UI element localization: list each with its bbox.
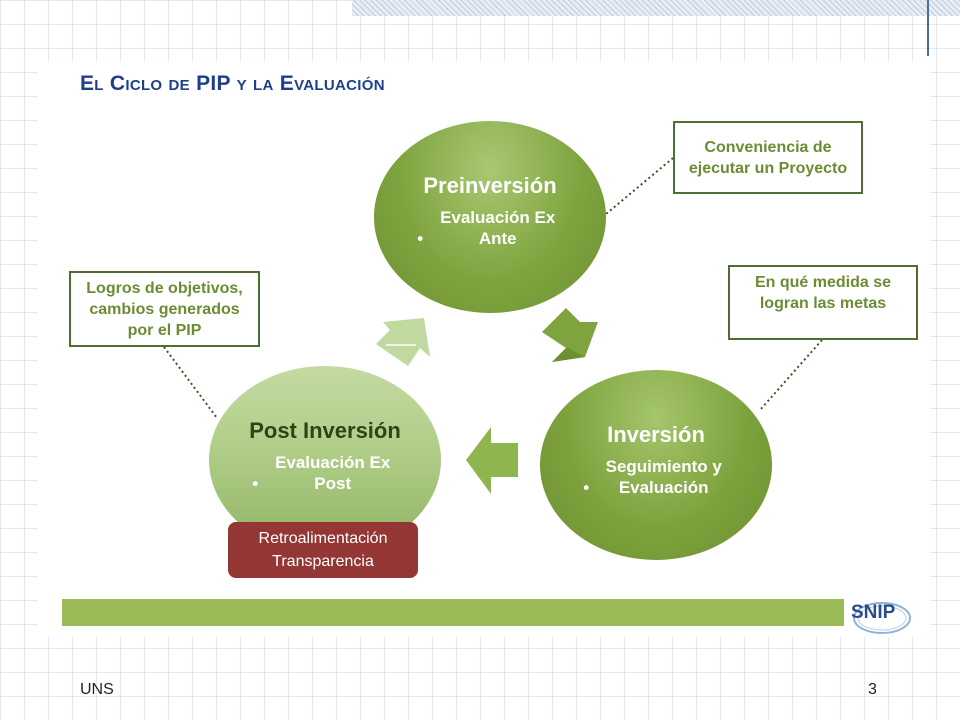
phase-post-inversion-bullet-text: Evaluación Ex Post	[275, 453, 391, 493]
arrow-pre-to-inv-icon	[542, 308, 598, 362]
phase-preinversion-title: Preinversión	[423, 173, 557, 198]
leader-line-conveniencia	[605, 157, 674, 215]
top-vertical-rule	[927, 0, 929, 56]
phase-preinversion-bullet: • Evaluación Ex Ante	[417, 207, 562, 249]
phase-inversion-bullet: • Seguimiento y Evaluación	[583, 456, 728, 498]
page-number: 3	[868, 681, 877, 698]
feedback-line-2: Transparencia	[272, 553, 374, 570]
leader-line-logros	[163, 346, 218, 419]
phase-preinversion-bullet-text: Evaluación Ex Ante	[440, 208, 556, 248]
callout-logros-line-3: por el PIP	[127, 321, 202, 339]
bottom-green-bar	[62, 599, 844, 626]
arrow-post-to-pre-icon	[376, 318, 430, 366]
slide-title: El Ciclo de PIP y la Evaluación	[80, 72, 385, 95]
bullet-dot: •	[417, 229, 433, 248]
phase-inversion-title: Inversión	[607, 422, 705, 447]
phase-preinversion: Preinversión • Evaluación Ex Ante	[374, 121, 606, 313]
phase-inversion-bullet-text: Seguimiento y Evaluación	[605, 457, 722, 497]
phase-inversion: Inversión • Seguimiento y Evaluación	[540, 370, 772, 560]
phase-post-inversion-title: Post Inversión	[249, 418, 401, 443]
callout-conveniencia: Conveniencia de ejecutar un Proyecto	[673, 121, 863, 194]
feedback-line-1: Retroalimentación	[258, 530, 388, 547]
callout-conveniencia-line-2: ejecutar un Proyecto	[688, 159, 848, 177]
callout-conveniencia-line-1: Conveniencia de	[704, 138, 832, 156]
top-decorative-band	[352, 0, 960, 16]
callout-logros-line-2: cambios generados	[89, 300, 240, 318]
callout-medida-line-2: logran las metas	[759, 295, 887, 312]
bullet-dot: •	[252, 474, 268, 493]
leader-line-medida	[759, 339, 823, 411]
callout-medida-line-1: En qué medida se	[754, 274, 892, 291]
feedback-box: Retroalimentación Transparencia	[228, 522, 418, 578]
bullet-dot: •	[583, 478, 599, 497]
phase-post-inversion-bullet: • Evaluación Ex Post	[252, 452, 397, 494]
footer-label: UNS	[80, 681, 114, 698]
callout-logros-line-1: Logros de objetivos,	[86, 279, 243, 297]
callout-logros: Logros de objetivos, cambios generados p…	[69, 271, 260, 347]
snip-logo-text: SNIP	[851, 602, 896, 623]
arrow-inv-to-post-icon	[466, 427, 518, 494]
snip-logo-icon	[853, 602, 911, 634]
callout-medida: En qué medida se logran las metas	[728, 265, 918, 340]
